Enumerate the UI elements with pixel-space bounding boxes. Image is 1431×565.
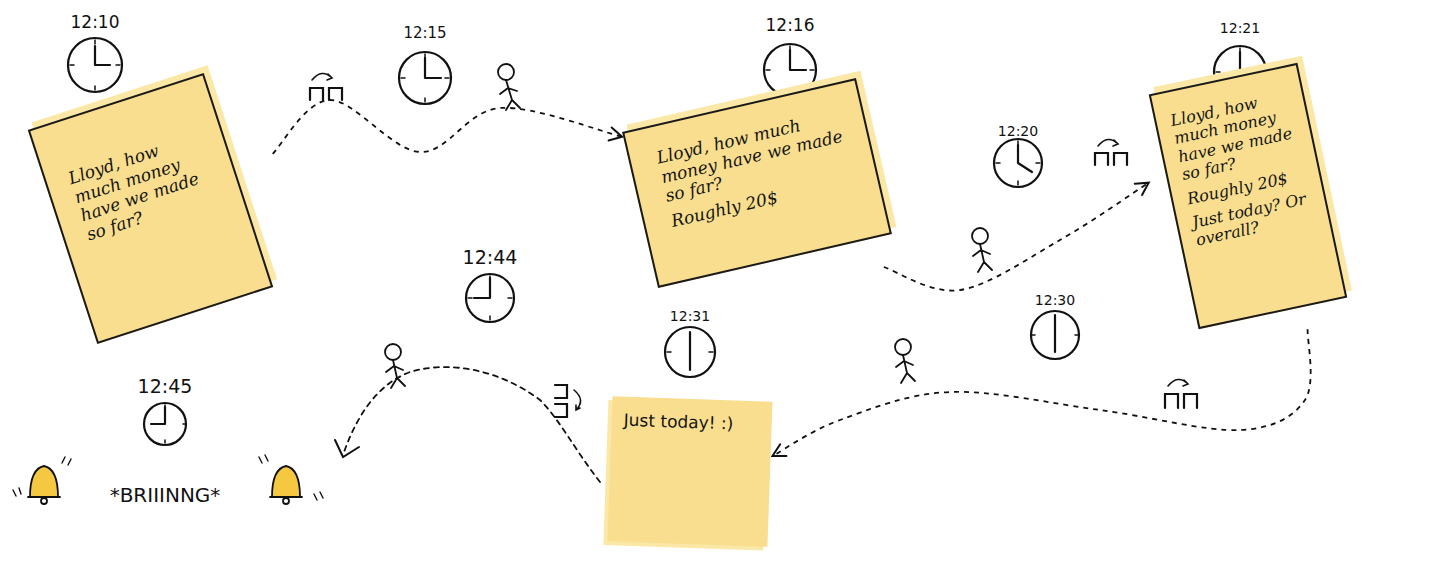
note-text: Just today! :) xyxy=(623,410,756,434)
time-label: 12:16 xyxy=(766,15,815,35)
connector-line xyxy=(273,100,622,154)
stick-figure xyxy=(498,64,520,110)
clock-icon xyxy=(144,403,186,445)
dashed-connector xyxy=(772,329,1310,456)
bell-icon xyxy=(259,455,323,504)
bell-icon xyxy=(13,457,71,504)
arrow-head xyxy=(609,127,622,140)
clock-icon xyxy=(68,38,122,92)
stick-figure xyxy=(895,339,915,383)
dashed-connector xyxy=(273,100,622,154)
dashed-connector xyxy=(884,183,1149,291)
sticky-note: Lloyd, how much money have we made so fa… xyxy=(1149,63,1348,329)
sound-text: *BRIIINNG* xyxy=(110,483,221,507)
door-icon xyxy=(1095,139,1127,165)
door-icon xyxy=(555,385,581,417)
stick-figure xyxy=(385,344,405,388)
time-label: 12:10 xyxy=(71,12,120,32)
clock-icon xyxy=(994,139,1042,187)
connector-line xyxy=(884,183,1149,291)
dashed-path xyxy=(343,367,600,482)
door-icon xyxy=(310,73,342,100)
time-label: 12:44 xyxy=(463,246,518,268)
clock-icon xyxy=(399,52,451,104)
door-icon xyxy=(1165,379,1197,408)
arrow-head xyxy=(1135,183,1149,195)
time-label: 12:21 xyxy=(1220,20,1260,36)
sticky-note: Lloyd, how much money have we made so fa… xyxy=(622,78,892,288)
clock-icon xyxy=(466,274,514,322)
stick-figure xyxy=(972,228,992,272)
note-text: Lloyd, how much money have we made so fa… xyxy=(66,126,224,244)
clock-icon xyxy=(1031,311,1079,359)
connector-line xyxy=(773,329,1311,456)
time-label: 12:31 xyxy=(670,308,710,324)
time-label: 12:30 xyxy=(1035,292,1075,308)
arrow-head xyxy=(772,444,786,456)
time-label: 12:20 xyxy=(998,123,1038,139)
time-label: 12:15 xyxy=(403,24,446,42)
sticky-note: Lloyd, how much money have we made so fa… xyxy=(27,72,272,343)
sticky-note: Just today! :) xyxy=(608,396,773,546)
time-label: 12:45 xyxy=(138,375,193,397)
clock-icon xyxy=(665,327,715,377)
note-text: Lloyd, how much money have we made so fa… xyxy=(655,107,851,206)
arrow-head xyxy=(335,440,359,457)
